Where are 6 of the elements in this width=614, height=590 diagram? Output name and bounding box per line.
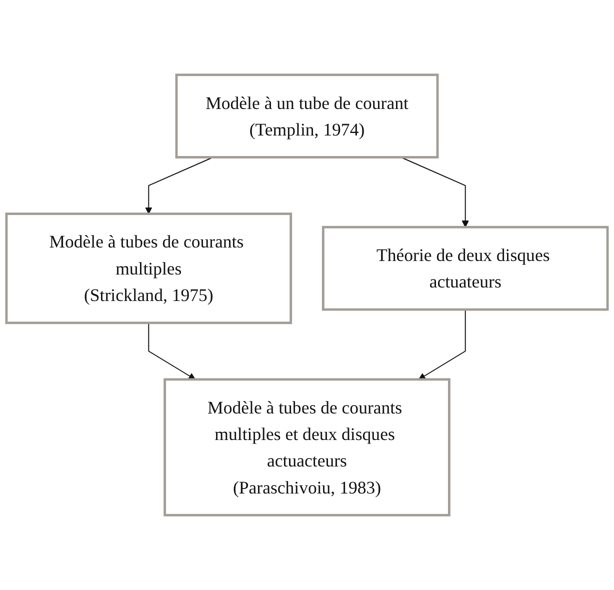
node-box: Modèle à un tube de courant (Templin, 1974): [175, 74, 439, 158]
arrow: [418, 309, 466, 380]
arrow: [148, 322, 196, 380]
node-box: Théorie de deux disques actuateurs: [322, 226, 609, 311]
node-box: Modèle à tubes de courants multiples et deux disques actuacteurs (Paraschivoiu, 1983): [164, 378, 450, 516]
node-box: Modèle à tubes de courants multiples (Strickland, 1975): [5, 212, 292, 324]
